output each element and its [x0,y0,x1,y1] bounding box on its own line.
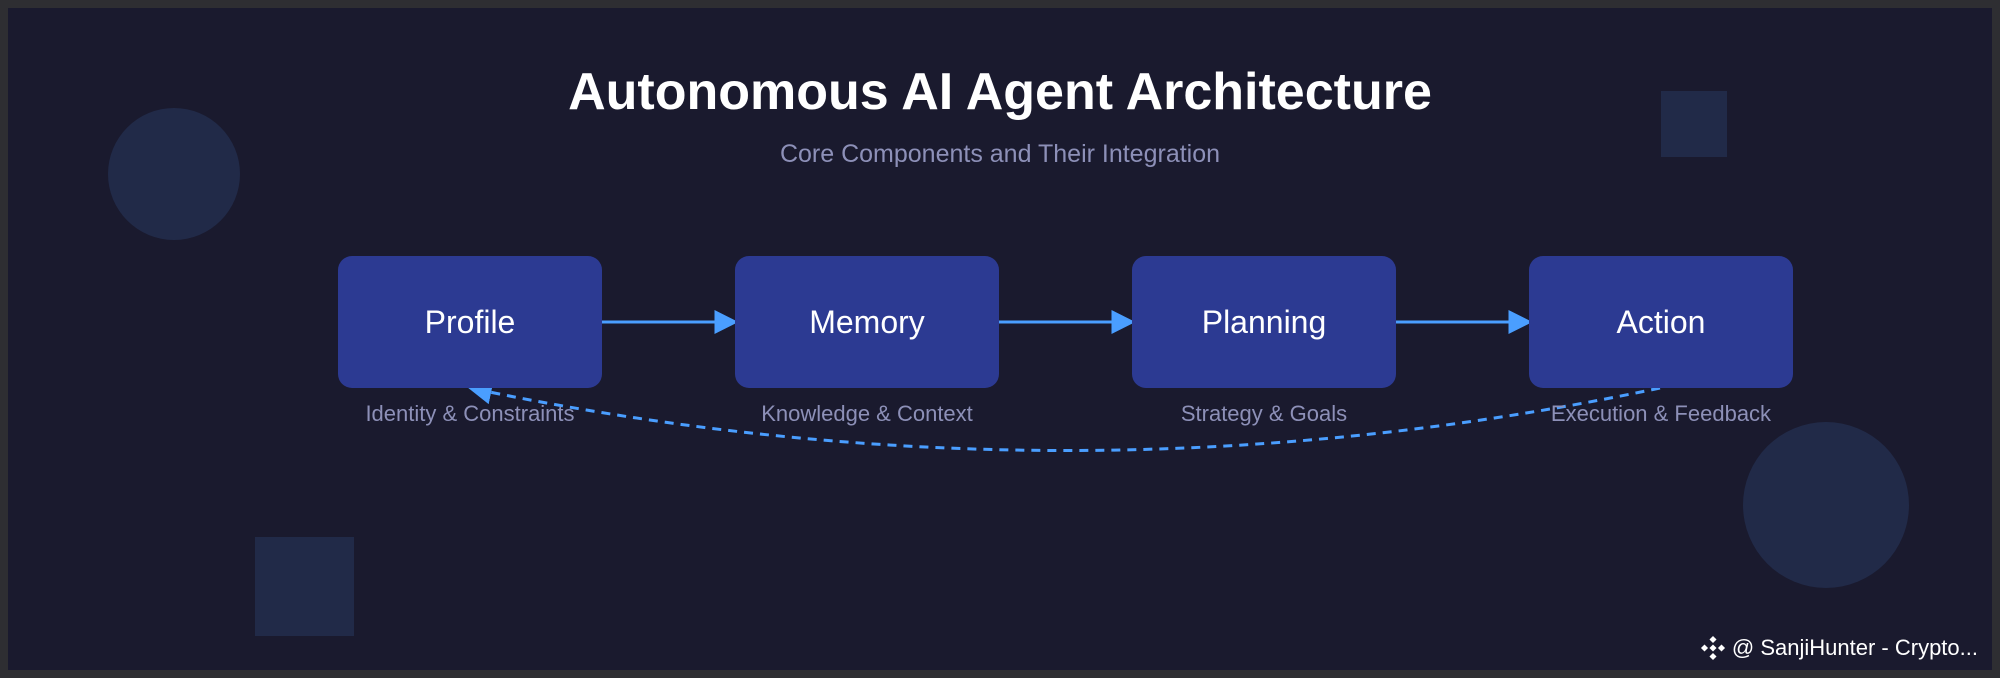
feedback-arrow-action-to-profile [467,380,1661,452]
watermark-text: @ SanjiHunter - Crypto... [1731,635,1978,660]
node-label: Memory [809,303,925,340]
diagram-subtitle: Core Components and Their Integration [779,140,1221,168]
caption-memory: Knowledge & Context [761,401,973,426]
node-label: Action [1616,303,1706,340]
node-memory: Memory [735,256,999,388]
node-label: Profile [424,303,516,340]
watermark: @ SanjiHunter - Crypto... [1700,632,1978,664]
node-profile: Profile [338,256,602,388]
binance-logo-icon [1700,635,1726,661]
node-action: Action [1529,256,1793,388]
caption-action: Execution & Feedback [1550,401,1772,426]
node-planning: Planning [1132,256,1396,388]
decorative-square [255,537,354,636]
caption-planning: Strategy & Goals [1180,401,1348,426]
diagram-title: Autonomous AI Agent Architecture [568,63,1432,121]
decorative-circle [1743,422,1909,588]
diagram-canvas: Autonomous AI Agent Architecture Core Co… [8,8,1992,670]
decorative-square [1661,91,1727,157]
connector-layer [467,310,1661,452]
node-label: Planning [1201,303,1327,340]
decorative-circle [108,108,240,240]
caption-profile: Identity & Constraints [365,401,575,426]
